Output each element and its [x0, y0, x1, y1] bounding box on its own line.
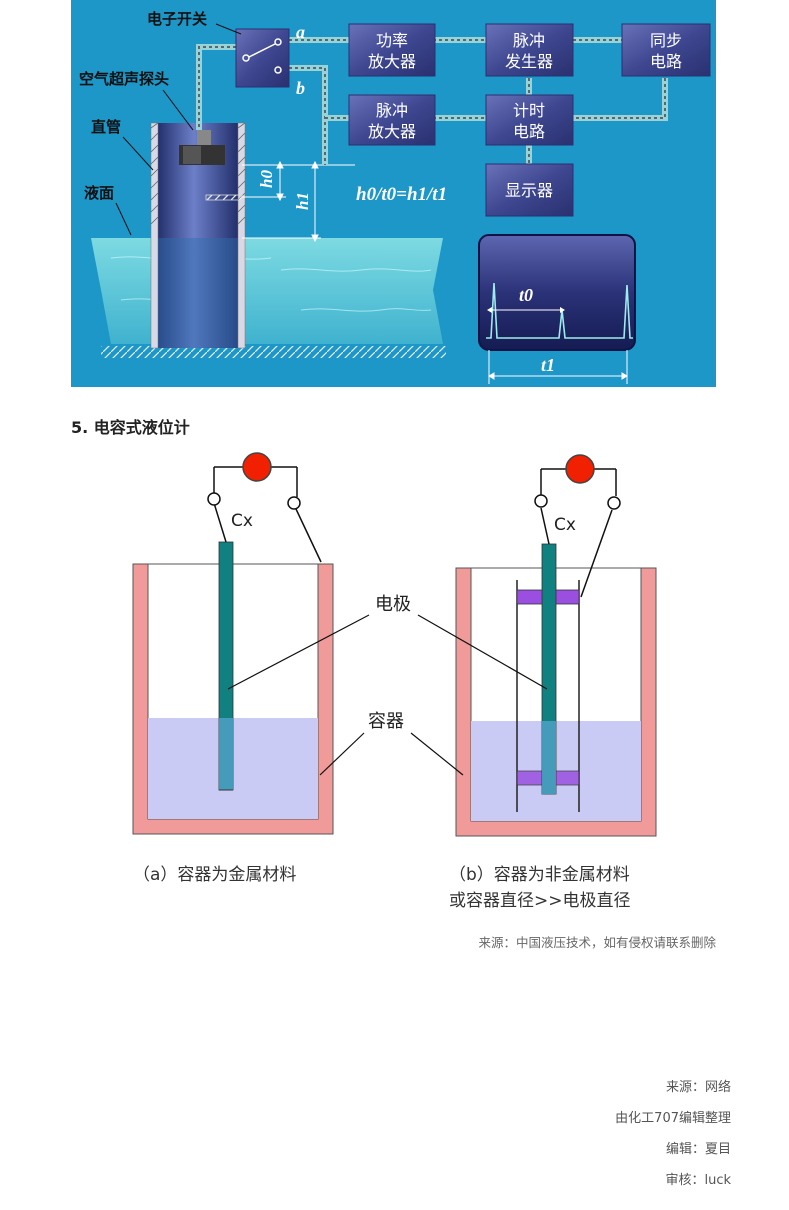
container-a [132, 541, 334, 835]
credit-compiled: 由化工707编辑整理 [615, 1111, 731, 1126]
sync-circuit-box: 同步 电路 [621, 23, 711, 77]
pulse-generator-box: 脉冲 发生器 [485, 23, 574, 77]
cx-a-label: Cx [231, 511, 253, 531]
timer-line1: 计时 [513, 101, 545, 120]
timer-line2: 电路 [513, 122, 545, 141]
electronic-switch [235, 28, 290, 88]
container-label: 容器 [368, 711, 404, 732]
pulse-amp-line1: 脉冲 [376, 101, 408, 120]
switch-label: 电子开关 [147, 10, 207, 28]
port-b-label: b [296, 78, 305, 98]
pulse-gen-line1: 脉冲 [513, 31, 545, 50]
h0-label: h0 [257, 170, 276, 188]
source-note: 来源：中国液压技术，如有侵权请联系删除 [478, 935, 716, 950]
terminal-b-right [607, 496, 621, 510]
t1-label: t1 [541, 355, 555, 375]
power-amp-line2: 放大器 [368, 52, 416, 71]
pipe-label: 直管 [91, 118, 121, 136]
t0-label: t0 [519, 285, 533, 305]
display-label: 显示器 [505, 181, 553, 200]
display-box: 显示器 [485, 163, 574, 217]
circuit-b [534, 454, 621, 598]
credit-source: 来源：网络 [665, 1080, 731, 1095]
credit-editor: 编辑：夏目 [665, 1142, 731, 1157]
electrode-label: 电极 [375, 594, 411, 615]
probe-label: 空气超声探头 [79, 70, 169, 88]
terminal-b-left [534, 494, 548, 508]
ultrasonic-probe [179, 130, 225, 165]
caption-a: （a）容器为金属材料 [133, 865, 296, 885]
caption-b-line1: （b）容器为非金属材料 [449, 865, 630, 885]
section-heading: 5. 电容式液位计 [71, 418, 190, 437]
pulse-amplifier-box: 脉冲 放大器 [348, 94, 436, 146]
port-a-label: a [296, 22, 305, 42]
terminal-a-right [287, 496, 301, 510]
pulse-amp-line2: 放大器 [368, 122, 416, 141]
container-b [455, 543, 657, 837]
h1-label: h1 [293, 192, 312, 210]
circuit-a [207, 452, 322, 563]
sync-line2: 电路 [650, 52, 682, 71]
oscilloscope-screen: t0 [478, 234, 636, 351]
meter-b [565, 454, 595, 484]
formula: h0/t0=h1/t1 [356, 184, 447, 205]
floor-hatch [101, 346, 446, 358]
pulse-gen-line2: 发生器 [505, 52, 553, 71]
height-dimensions [242, 160, 355, 243]
sync-line1: 同步 [650, 31, 682, 50]
timer-circuit-box: 计时 电路 [485, 94, 574, 146]
terminal-a-left [207, 492, 221, 506]
capacitive-level-diagram: Cx Cx 电极 容器 （a）容器为金属材料 （b）容器为非金属材料 或容器直径… [132, 452, 657, 911]
caption-b-line2: 或容器直径>>电极直径 [449, 891, 631, 911]
t1-dimension [488, 350, 628, 384]
surface-label: 液面 [84, 184, 114, 202]
ultrasonic-level-diagram: h0 h1 功率 放大器 脉冲 发生器 [71, 0, 716, 387]
cx-b-label: Cx [554, 515, 576, 535]
power-amp-line1: 功率 [376, 31, 408, 50]
meter-a [242, 452, 272, 482]
credit-reviewer: 审核：luck [665, 1173, 731, 1188]
water-body [91, 238, 443, 344]
power-amplifier-box: 功率 放大器 [348, 23, 436, 77]
